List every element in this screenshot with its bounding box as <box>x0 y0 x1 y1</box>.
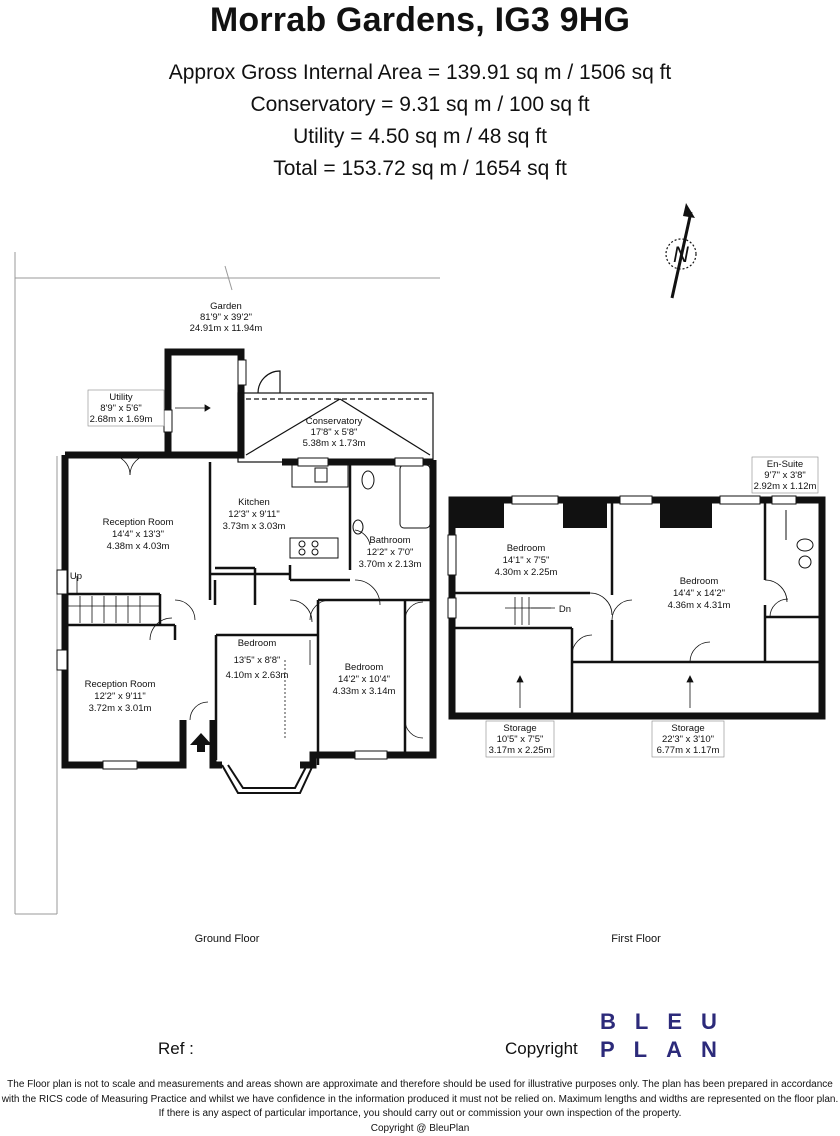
ground-floor-plan <box>56 348 437 794</box>
svg-text:3.17m x 2.25m: 3.17m x 2.25m <box>489 745 552 756</box>
svg-text:Reception Room: Reception Room <box>85 679 156 690</box>
label-storage-2: Storage 22'3" x 3'10" 6.77m x 1.17m <box>651 720 725 758</box>
header: Morrab Gardens, IG3 9HG Approx Gross Int… <box>0 0 840 185</box>
svg-text:Bedroom: Bedroom <box>507 543 546 554</box>
first-floor-label: First Floor <box>611 933 661 945</box>
svg-text:81'9" x 39'2": 81'9" x 39'2" <box>200 312 252 323</box>
label-bathroom: Bathroom 12'2" x 7'0" 3.70m x 2.13m <box>359 535 422 570</box>
svg-text:Kitchen: Kitchen <box>238 497 270 508</box>
ground-floor-label: Ground Floor <box>195 933 260 945</box>
page-title: Morrab Gardens, IG3 9HG <box>209 1 631 39</box>
svg-text:4.38m x 4.03m: 4.38m x 4.03m <box>107 541 170 552</box>
svg-text:En-Suite: En-Suite <box>767 459 803 470</box>
label-storage-1: Storage 10'5" x 7'5" 3.17m x 2.25m <box>485 720 555 758</box>
svg-text:Bedroom: Bedroom <box>680 576 719 587</box>
first-floor-plan <box>447 495 826 720</box>
svg-text:14'4" x 13'3": 14'4" x 13'3" <box>112 529 164 540</box>
svg-text:Conservatory: Conservatory <box>306 416 363 427</box>
svg-text:24.91m x 11.94m: 24.91m x 11.94m <box>190 323 263 334</box>
svg-text:12'2" x 7'0": 12'2" x 7'0" <box>367 547 414 558</box>
bleuplan-logo: BLEU PLAN <box>600 1008 736 1064</box>
label-utility: Utility 8'9" x 5'6" 2.68m x 1.69m <box>87 389 165 427</box>
svg-text:Bedroom: Bedroom <box>345 662 384 673</box>
gross-internal-area: Approx Gross Internal Area = 139.91 sq m… <box>168 61 672 84</box>
label-en-suite: En-Suite 9'7" x 3'8" 2.92m x 1.12m <box>751 456 819 494</box>
svg-text:14'1" x 7'5": 14'1" x 7'5" <box>503 555 550 566</box>
svg-text:4.36m x 4.31m: 4.36m x 4.31m <box>668 600 731 611</box>
entrance-arrow-icon <box>190 733 212 752</box>
svg-text:2.68m x 1.69m: 2.68m x 1.69m <box>90 414 153 425</box>
svg-text:Reception Room: Reception Room <box>103 517 174 528</box>
svg-text:3.70m x 2.13m: 3.70m x 2.13m <box>359 559 422 570</box>
svg-text:6.77m x 1.17m: 6.77m x 1.17m <box>657 745 720 756</box>
conservatory-area: Conservatory = 9.31 sq m / 100 sq ft <box>250 93 590 116</box>
svg-text:Garden: Garden <box>210 301 242 312</box>
disclaimer-line: If there is any aspect of particular imp… <box>158 1108 682 1119</box>
label-ground-bedroom-1: Bedroom 13'5" x 8'8" 4.10m x 2.63m <box>226 638 289 681</box>
svg-text:9'7" x 3'8": 9'7" x 3'8" <box>764 470 806 481</box>
svg-text:8'9" x 5'6": 8'9" x 5'6" <box>100 403 142 414</box>
label-reception-room-1: Reception Room 14'4" x 13'3" 4.38m x 4.0… <box>103 517 174 552</box>
disclaimer: The Floor plan is not to scale and measu… <box>0 1078 840 1136</box>
label-first-bedroom-1: Bedroom 14'1" x 7'5" 4.30m x 2.25m <box>495 543 558 578</box>
ref-label: Ref : <box>158 1039 194 1058</box>
svg-text:5.38m x 1.73m: 5.38m x 1.73m <box>303 438 366 449</box>
north-compass-icon: N <box>665 203 697 299</box>
label-kitchen: Kitchen 12'3" x 9'11" 3.73m x 3.03m <box>223 497 286 532</box>
svg-text:Storage: Storage <box>671 723 704 734</box>
label-ground-bedroom-2: Bedroom 14'2" x 10'4" 4.33m x 3.14m <box>333 662 396 697</box>
svg-text:Bathroom: Bathroom <box>369 535 410 546</box>
svg-text:4.30m x 2.25m: 4.30m x 2.25m <box>495 567 558 578</box>
svg-text:12'2" x 9'11": 12'2" x 9'11" <box>94 691 145 702</box>
svg-text:14'2" x 10'4": 14'2" x 10'4" <box>338 674 390 685</box>
label-reception-room-2: Reception Room 12'2" x 9'11" 3.72m x 3.0… <box>85 679 156 714</box>
svg-text:22'3" x 3'10": 22'3" x 3'10" <box>662 734 714 745</box>
svg-text:12'3" x 9'11": 12'3" x 9'11" <box>228 509 279 520</box>
svg-text:3.73m x 3.03m: 3.73m x 3.03m <box>223 521 286 532</box>
disclaimer-line: Copyright @ BleuPlan <box>370 1122 470 1134</box>
logo-line-2: PLAN <box>600 1037 736 1062</box>
label-first-bedroom-2: Bedroom 14'4" x 14'2" 4.36m x 4.31m <box>668 576 731 611</box>
label-garden: Garden 81'9" x 39'2" 24.91m x 11.94m <box>172 298 280 336</box>
svg-text:2.92m x 1.12m: 2.92m x 1.12m <box>754 481 817 492</box>
garden-boundary <box>14 252 440 915</box>
stairs-up-label: Up <box>70 571 82 582</box>
svg-text:14'4" x 14'2": 14'4" x 14'2" <box>673 588 725 599</box>
logo-line-1: BLEU <box>600 1009 736 1034</box>
utility-area: Utility = 4.50 sq m / 48 sq ft <box>293 125 547 148</box>
compass-label: N <box>673 242 689 267</box>
svg-text:10'5" x 7'5": 10'5" x 7'5" <box>497 734 544 745</box>
svg-text:4.10m x 2.63m: 4.10m x 2.63m <box>226 670 289 681</box>
total-area: Total = 153.72 sq m / 1654 sq ft <box>273 157 567 180</box>
svg-text:Storage: Storage <box>503 723 536 734</box>
svg-text:4.33m x 3.14m: 4.33m x 3.14m <box>333 686 396 697</box>
svg-text:17'8" x 5'8": 17'8" x 5'8" <box>311 427 358 438</box>
svg-text:Utility: Utility <box>109 392 132 403</box>
svg-text:3.72m x 3.01m: 3.72m x 3.01m <box>89 703 152 714</box>
copyright-label: Copyright <box>505 1039 578 1058</box>
stairs-down-label: Dn <box>559 604 571 615</box>
disclaimer-line: The Floor plan is not to scale and measu… <box>7 1079 833 1090</box>
label-conservatory: Conservatory 17'8" x 5'8" 5.38m x 1.73m <box>303 416 366 449</box>
svg-text:13'5" x 8'8": 13'5" x 8'8" <box>234 655 281 666</box>
disclaimer-line: with the RICS code of Measuring Practice… <box>1 1093 839 1105</box>
svg-text:Bedroom: Bedroom <box>238 638 277 649</box>
